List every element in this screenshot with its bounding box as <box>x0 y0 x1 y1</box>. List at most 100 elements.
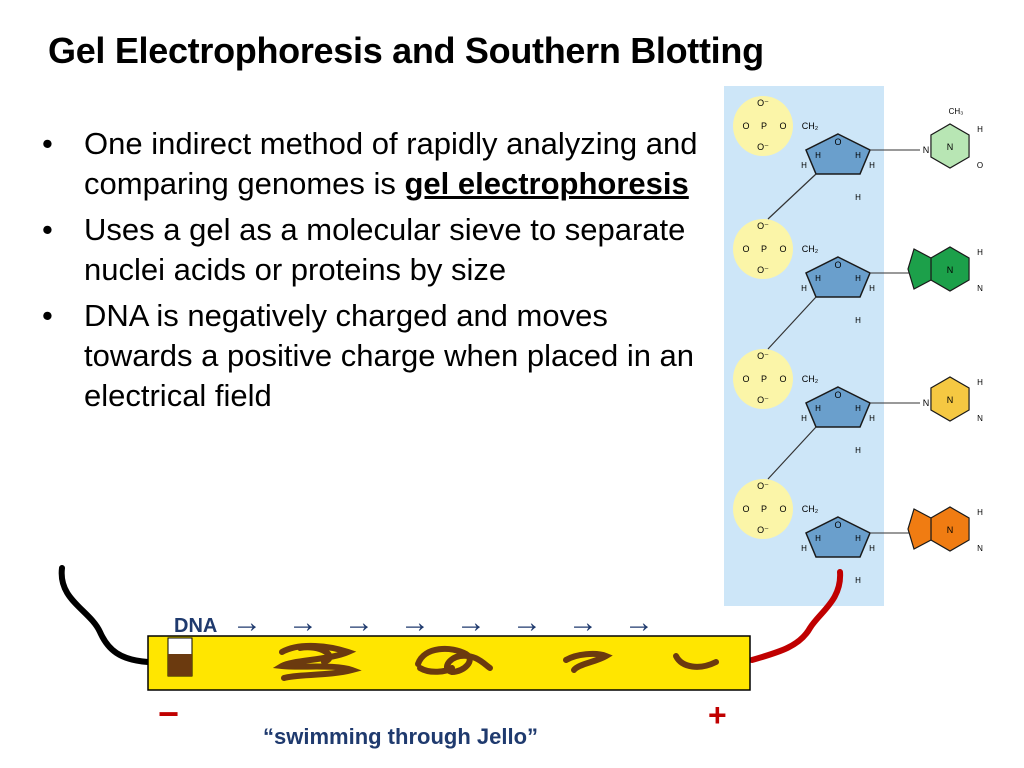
migration-arrow: → <box>456 606 486 639</box>
phosphate-oxygen-label: O <box>742 504 749 514</box>
sugar-h-label: H <box>855 576 861 585</box>
phosphate-oxygen-label: O⁻ <box>757 98 769 108</box>
sugar-oxygen-label: O <box>834 520 841 530</box>
base-n-label: N <box>977 414 983 423</box>
dna-fragment-large <box>272 642 362 681</box>
base-n-label: N <box>947 142 954 152</box>
bullet-list: • One indirect method of rapidly analyzi… <box>40 124 720 422</box>
deoxyribose-sugar <box>805 256 871 298</box>
phosphate-oxygen-label: O <box>742 374 749 384</box>
dna-fragment-smallest <box>673 653 719 670</box>
sugar-h-label: H <box>855 193 861 202</box>
sugar-h-label: H <box>815 404 821 413</box>
caption-swimming-through-jello: “swimming through Jello” <box>263 724 538 749</box>
phosphate-circle <box>733 219 793 279</box>
sugar-h-label: H <box>855 151 861 160</box>
sugar-h-label: H <box>801 414 807 423</box>
bullet-dot: • <box>42 212 53 247</box>
base-o-label: O <box>977 161 983 170</box>
migration-arrow: → <box>512 606 542 639</box>
bullet-text: Uses a gel as a molecular sieve to separ… <box>84 212 686 287</box>
phosphate-circle <box>733 349 793 409</box>
migration-arrows: →→→→→→→→ <box>232 606 654 639</box>
nitrogenous-base-ring <box>930 123 970 169</box>
phosphate-circle <box>733 479 793 539</box>
phosphate-oxygen-label: O <box>779 504 786 514</box>
sugar-h-label: H <box>815 534 821 543</box>
phosphate-p-label: P <box>761 504 767 514</box>
negative-wire <box>58 565 151 665</box>
nitrogenous-base-ring <box>930 376 970 422</box>
deoxyribose-sugar <box>805 386 871 428</box>
base-n-label: N <box>947 395 954 405</box>
sugar-h-label: H <box>855 534 861 543</box>
base-n-label: N <box>947 525 954 535</box>
base-n-label: N <box>947 265 954 275</box>
sugar-h-label: H <box>801 544 807 553</box>
phosphate-oxygen-label: O <box>742 244 749 254</box>
sugar-h-label: H <box>855 274 861 283</box>
sugar-h-label: H <box>869 414 875 423</box>
base-n-label: N <box>977 544 983 553</box>
bullet-item-molecular-sieve: • Uses a gel as a molecular sieve to sep… <box>40 210 720 290</box>
base-n-label: N <box>923 398 930 408</box>
backbone-bond <box>767 173 817 220</box>
phosphate-oxygen-label: O⁻ <box>757 142 769 152</box>
phosphate-circle <box>733 96 793 156</box>
migration-arrow: → <box>288 606 318 639</box>
bullet-dot: • <box>42 298 53 333</box>
ch2-label: CH₂ <box>802 121 819 131</box>
phosphate-oxygen-label: O⁻ <box>757 221 769 231</box>
sugar-oxygen-label: O <box>834 260 841 270</box>
sugar-h-label: H <box>855 446 861 455</box>
sugar-h-label: H <box>869 544 875 553</box>
sugar-h-label: H <box>869 161 875 170</box>
phosphate-oxygen-label: O⁻ <box>757 525 769 535</box>
base-h-label: H <box>977 248 983 257</box>
phosphate-p-label: P <box>761 121 767 131</box>
bullet-item-dna-charge: • DNA is negatively charged and moves to… <box>40 296 720 416</box>
slide-title: Gel Electrophoresis and Southern Blottin… <box>48 30 764 71</box>
sugar-h-label: H <box>855 404 861 413</box>
phosphate-oxygen-label: O <box>742 121 749 131</box>
dna-label: DNA <box>174 615 217 637</box>
phosphate-oxygen-label: O⁻ <box>757 265 769 275</box>
dna-fragment-small <box>563 650 613 673</box>
base-n-label: N <box>977 284 983 293</box>
bullet-text: DNA is negatively charged and moves towa… <box>84 298 695 413</box>
ch2-label: CH₂ <box>802 244 819 254</box>
phosphate-oxygen-label: O <box>779 374 786 384</box>
nitrogenous-base-five-ring <box>907 508 932 550</box>
bullet-item-genome-method: • One indirect method of rapidly analyzi… <box>40 124 720 204</box>
negative-electrode-label: − <box>158 693 179 734</box>
phosphate-oxygen-label: O⁻ <box>757 481 769 491</box>
sugar-h-label: H <box>855 316 861 325</box>
dna-fragments <box>272 642 719 681</box>
phosphate-oxygen-label: O <box>779 121 786 131</box>
bullet-text: One indirect method of rapidly analyzing… <box>84 126 698 201</box>
keyword-gel-electrophoresis: gel electrophoresis <box>404 166 689 201</box>
deoxyribose-sugar <box>805 133 871 175</box>
sugar-h-label: H <box>801 161 807 170</box>
phosphate-oxygen-label: O <box>779 244 786 254</box>
sugar-h-label: H <box>815 151 821 160</box>
sugar-oxygen-label: O <box>834 137 841 147</box>
bullet-dot: • <box>42 126 53 161</box>
base-n-label: N <box>923 145 930 155</box>
migration-arrow: → <box>400 606 430 639</box>
phosphate-oxygen-label: O⁻ <box>757 351 769 361</box>
nitrogenous-base-five-ring <box>907 248 932 290</box>
sugar-h-label: H <box>815 274 821 283</box>
backbone-bond <box>767 426 817 480</box>
base-h-label: H <box>977 125 983 134</box>
sugar-oxygen-label: O <box>834 390 841 400</box>
migration-arrow: → <box>568 606 598 639</box>
base-h-label: H <box>977 378 983 387</box>
